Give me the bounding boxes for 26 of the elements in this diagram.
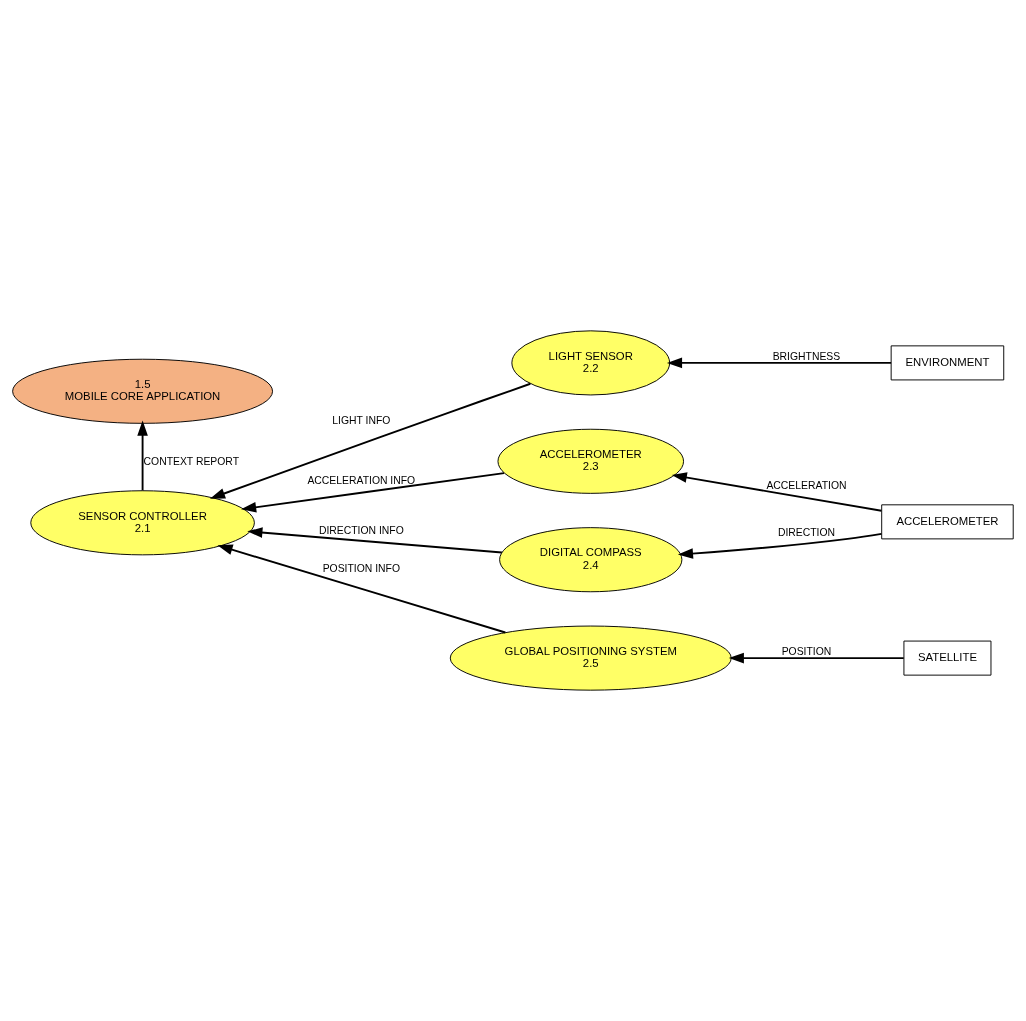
edge-label: ACCELERATION INFO [307,474,416,486]
edge-label: POSITION [781,646,832,658]
edge-label: DIRECTION [777,526,836,538]
arrow [137,420,148,492]
arrow [728,652,905,664]
node-box: ACCELEROMETER [881,504,1014,540]
node-ellipse: ACCELEROMETER 2.3 [497,428,685,494]
edge-label: DIRECTION INFO [318,524,404,536]
node-ellipse: GLOBAL POSITIONING SYSTEM 2.5 [449,625,732,691]
edge-label: POSITION INFO [322,562,400,574]
node-ellipse: LIGHT SENSOR 2.2 [511,330,671,396]
arrow [241,472,505,513]
node-box: SATELLITE [903,640,992,676]
arrow [666,357,892,369]
edge-label: ACCELERATION [766,479,847,491]
arrow [209,382,532,499]
node-ellipse: DIGITAL COMPASS 2.4 [499,527,683,593]
arrow [217,544,507,634]
edge-label: CONTEXT REPORT [143,456,240,468]
arrow [677,532,883,559]
node-box: ENVIRONMENT [890,345,1005,381]
node-ellipse: 1.5 MOBILE CORE APPLICATION [12,358,274,424]
arrow [247,527,503,554]
edge-label: BRIGHTNESS [772,350,841,362]
edge-label: LIGHT INFO [332,415,391,427]
arrow [671,472,883,512]
